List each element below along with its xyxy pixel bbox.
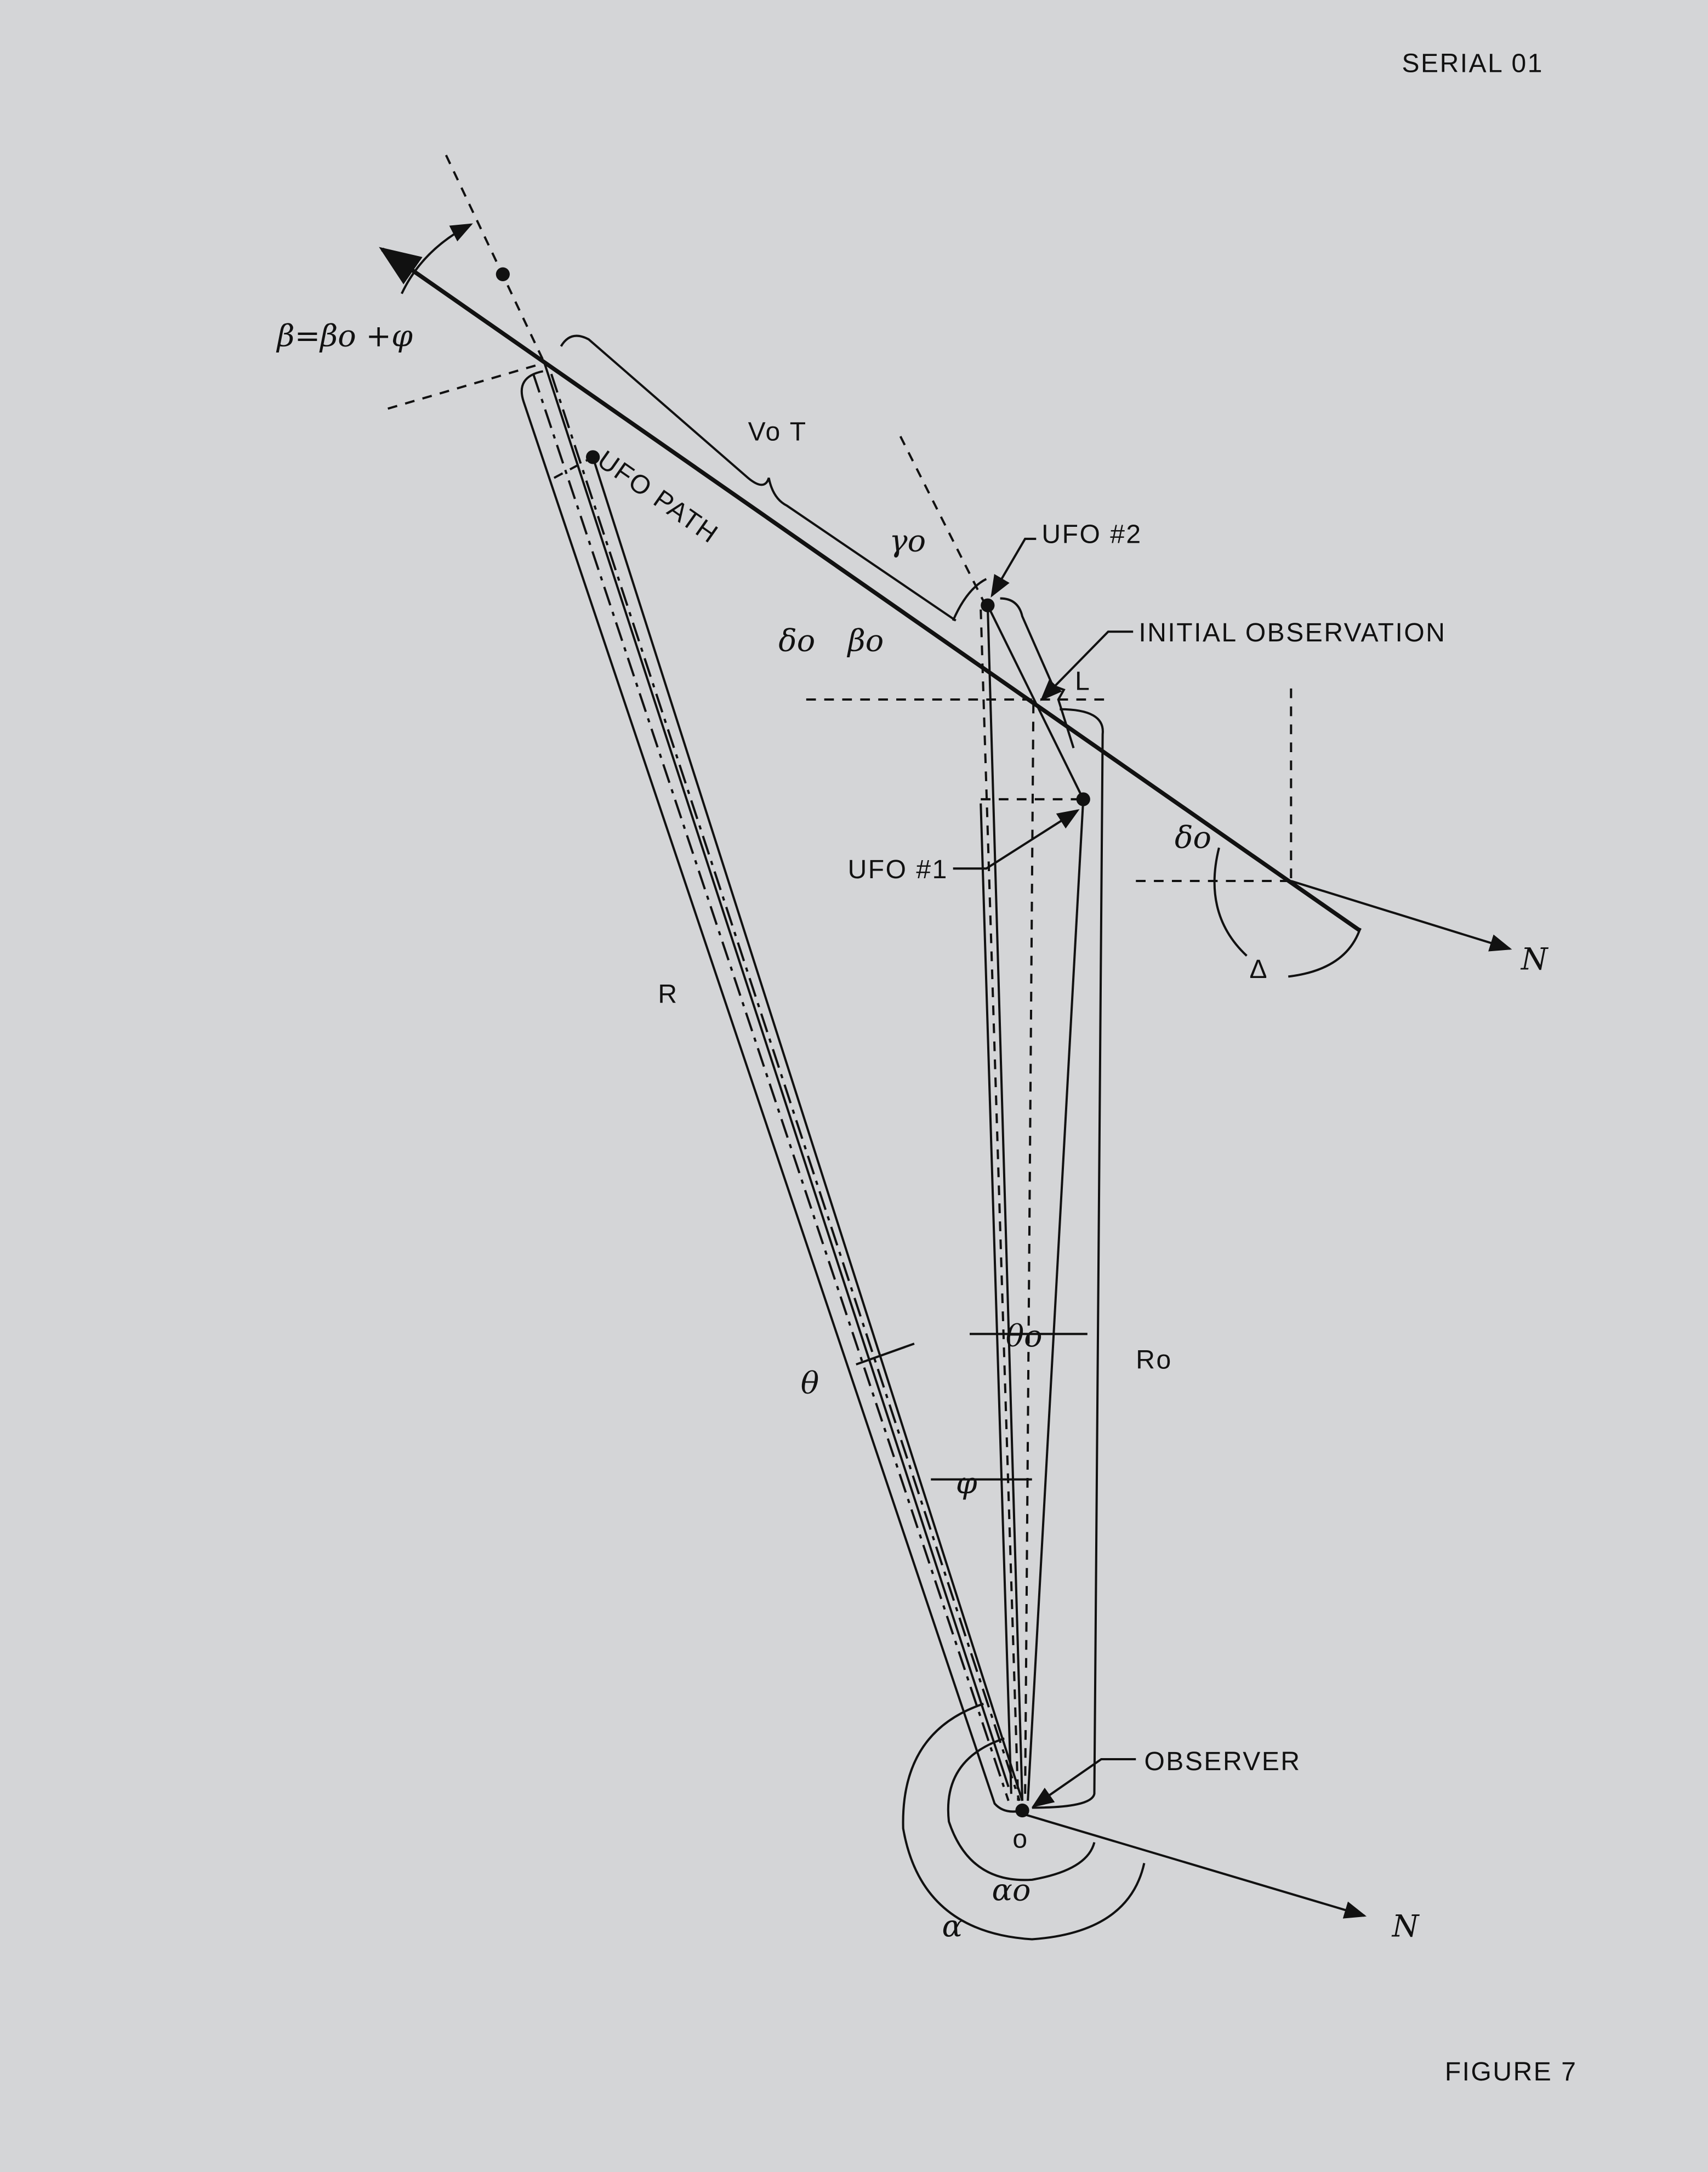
beta0-label: βo — [847, 623, 884, 659]
observer-leader — [1031, 1758, 1136, 1808]
theta-marker — [856, 1343, 915, 1366]
theta-label: θ — [801, 1366, 819, 1401]
sightline — [986, 605, 1024, 1801]
r-label: R — [658, 980, 678, 1009]
dashed-line — [980, 609, 1020, 1801]
north-arrow — [1024, 1813, 1367, 1919]
ufo-path-label: UFO PATH — [592, 445, 724, 549]
origin-label: o — [1012, 1825, 1028, 1854]
ufo1-leader — [953, 809, 1080, 870]
delta0-label-right: δo — [1175, 820, 1211, 855]
delta0-label: δo — [778, 623, 815, 659]
gamma-arc — [952, 578, 987, 621]
sightline — [532, 373, 1010, 1801]
v0t-bracket — [560, 334, 957, 622]
ufo2-leader — [990, 537, 1037, 598]
ufo2-label: UFO #2 — [1041, 520, 1142, 549]
phi-label: φ — [956, 1465, 977, 1501]
alpha0-label: αo — [992, 1873, 1031, 1908]
alpha-label: α — [942, 1908, 963, 1944]
sightline — [543, 362, 1010, 1788]
dashed-line — [1024, 703, 1035, 1801]
v0t-label: Vo T — [748, 418, 807, 447]
ufo-path-line — [379, 247, 1362, 933]
ufo1-label: UFO #1 — [848, 855, 948, 884]
north-label: N — [1520, 942, 1549, 977]
beta-arc — [401, 223, 473, 294]
alpha-arc — [902, 1703, 1146, 1941]
dashed-line — [553, 456, 594, 479]
sightline — [980, 803, 1012, 1794]
initial-observation-leader — [1040, 630, 1134, 701]
theta0-label: θo — [1006, 1318, 1043, 1354]
north-arrow — [1290, 880, 1512, 952]
ufo1-dot — [1076, 792, 1090, 806]
r0-label: Ro — [1136, 1345, 1172, 1374]
r-tube — [520, 370, 1023, 1813]
dashed-line — [445, 155, 546, 363]
dashed-line — [388, 362, 545, 410]
gamma0-label: γo — [889, 524, 926, 559]
dashed-line — [899, 436, 988, 607]
beta-equation: β=βo +φ — [276, 319, 413, 354]
sightline — [1027, 799, 1085, 1801]
sightline — [987, 605, 1085, 800]
l-label: L — [1075, 667, 1091, 696]
r0-bracket — [1032, 708, 1104, 1809]
sightline — [550, 373, 1021, 1801]
initial-observation-label: INITIAL OBSERVATION — [1138, 618, 1446, 647]
north-label-2: N — [1391, 1908, 1420, 1944]
delta-label: Δ — [1250, 955, 1269, 984]
serial-label: SERIAL 01 — [1402, 49, 1543, 78]
observer-label: OBSERVER — [1144, 1747, 1301, 1776]
alpha0-arc — [947, 1737, 1096, 1881]
ufo-position-dot — [496, 267, 510, 281]
figure-label: FIGURE 7 — [1445, 2057, 1578, 2086]
sightline — [591, 457, 1023, 1801]
delta-arc — [1213, 847, 1362, 978]
